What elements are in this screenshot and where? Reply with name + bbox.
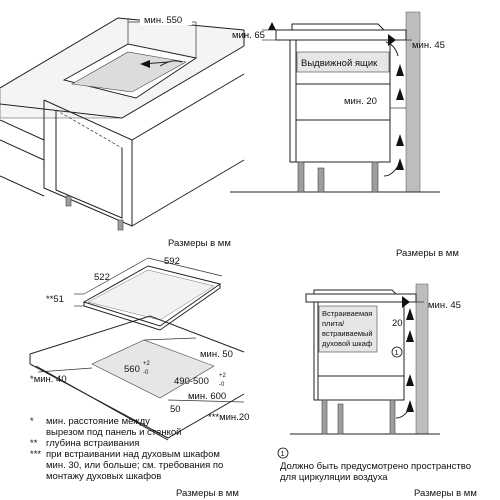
- note3-mark: ***: [30, 449, 41, 460]
- panel-side-section-oven: Встраиваемая плита/ встраиваемый духовой…: [277, 283, 477, 499]
- note3-text: при встраивании над духовым шкафом: [46, 449, 220, 460]
- note1-text: мин. расстояние между: [46, 416, 150, 427]
- oven-airflow-arrows: [395, 308, 414, 419]
- dim-560-tol-up: +2: [143, 361, 151, 367]
- airflow-arrows: [383, 41, 404, 177]
- caption-bottom-left: Размеры в мм: [176, 488, 239, 499]
- dim-20: 20: [392, 318, 403, 329]
- dim-51: **51: [46, 294, 64, 305]
- note3-text2: мин. 30, или больше; см. требования по: [46, 460, 223, 471]
- oven-label-3: встраиваемый: [322, 329, 373, 338]
- oven-label-4: духовой шкаф: [322, 339, 372, 348]
- panel-countertop-cutout: мин. 550 Размеры в мм: [0, 13, 245, 249]
- dim-min40: *мин. 40: [30, 374, 67, 385]
- note-text2: для циркуляции воздуха: [280, 472, 388, 483]
- oven-label-2: плита/: [322, 319, 345, 328]
- dim-min45: мин. 45: [412, 40, 445, 51]
- dim-50: 50: [170, 404, 181, 415]
- notes: * мин. расстояние между вырезом под пане…: [30, 416, 223, 482]
- dim-min20: мин. 20: [344, 96, 377, 107]
- caption-top-left: Размеры в мм: [168, 238, 231, 249]
- dim-490-tol-down: -0: [219, 382, 225, 388]
- note-mark: 1: [281, 449, 285, 458]
- dim-560-tol-down: -0: [143, 370, 149, 376]
- note1-text2: вырезом под панель и стенкой: [46, 427, 181, 438]
- note1-mark: *: [30, 416, 34, 427]
- caption-top-right: Размеры в мм: [396, 248, 459, 259]
- circle-mark: 1: [395, 348, 399, 357]
- dim-490-500: 490-500: [174, 376, 209, 387]
- dim-560: 560: [124, 364, 140, 375]
- caption-bottom-right: Размеры в мм: [414, 488, 477, 499]
- note2-text: глубина встраивания: [46, 438, 139, 449]
- dim-592: 592: [164, 256, 180, 267]
- dim-min50: мин. 50: [200, 349, 233, 360]
- drawer-label: Выдвижной ящик: [301, 58, 378, 69]
- note2-mark: **: [30, 438, 38, 449]
- dim-490-tol-up: +2: [219, 373, 227, 379]
- dim-min550: мин. 550: [144, 15, 182, 26]
- dim-522: 522: [94, 272, 110, 283]
- dim-min45: мин. 45: [428, 300, 461, 311]
- panel-hob-cutout-dims: 522 592 **51 мин. 50 560 +2 -0 490-500 +…: [29, 256, 249, 499]
- panel-side-section-drawer: Выдвижной ящик мин. 65 мин. 45 мин. 20 Р…: [230, 11, 459, 259]
- note3-text3: монтажу духовых шкафов: [46, 471, 161, 482]
- dim-min65: мин. 65: [232, 30, 265, 41]
- dim-min600: мин. 600: [188, 391, 226, 402]
- dim-min20: ***мин.20: [208, 412, 249, 423]
- note-text: Должно быть предусмотрено пространство: [280, 461, 471, 472]
- oven-label-1: Встраиваемая: [322, 309, 372, 318]
